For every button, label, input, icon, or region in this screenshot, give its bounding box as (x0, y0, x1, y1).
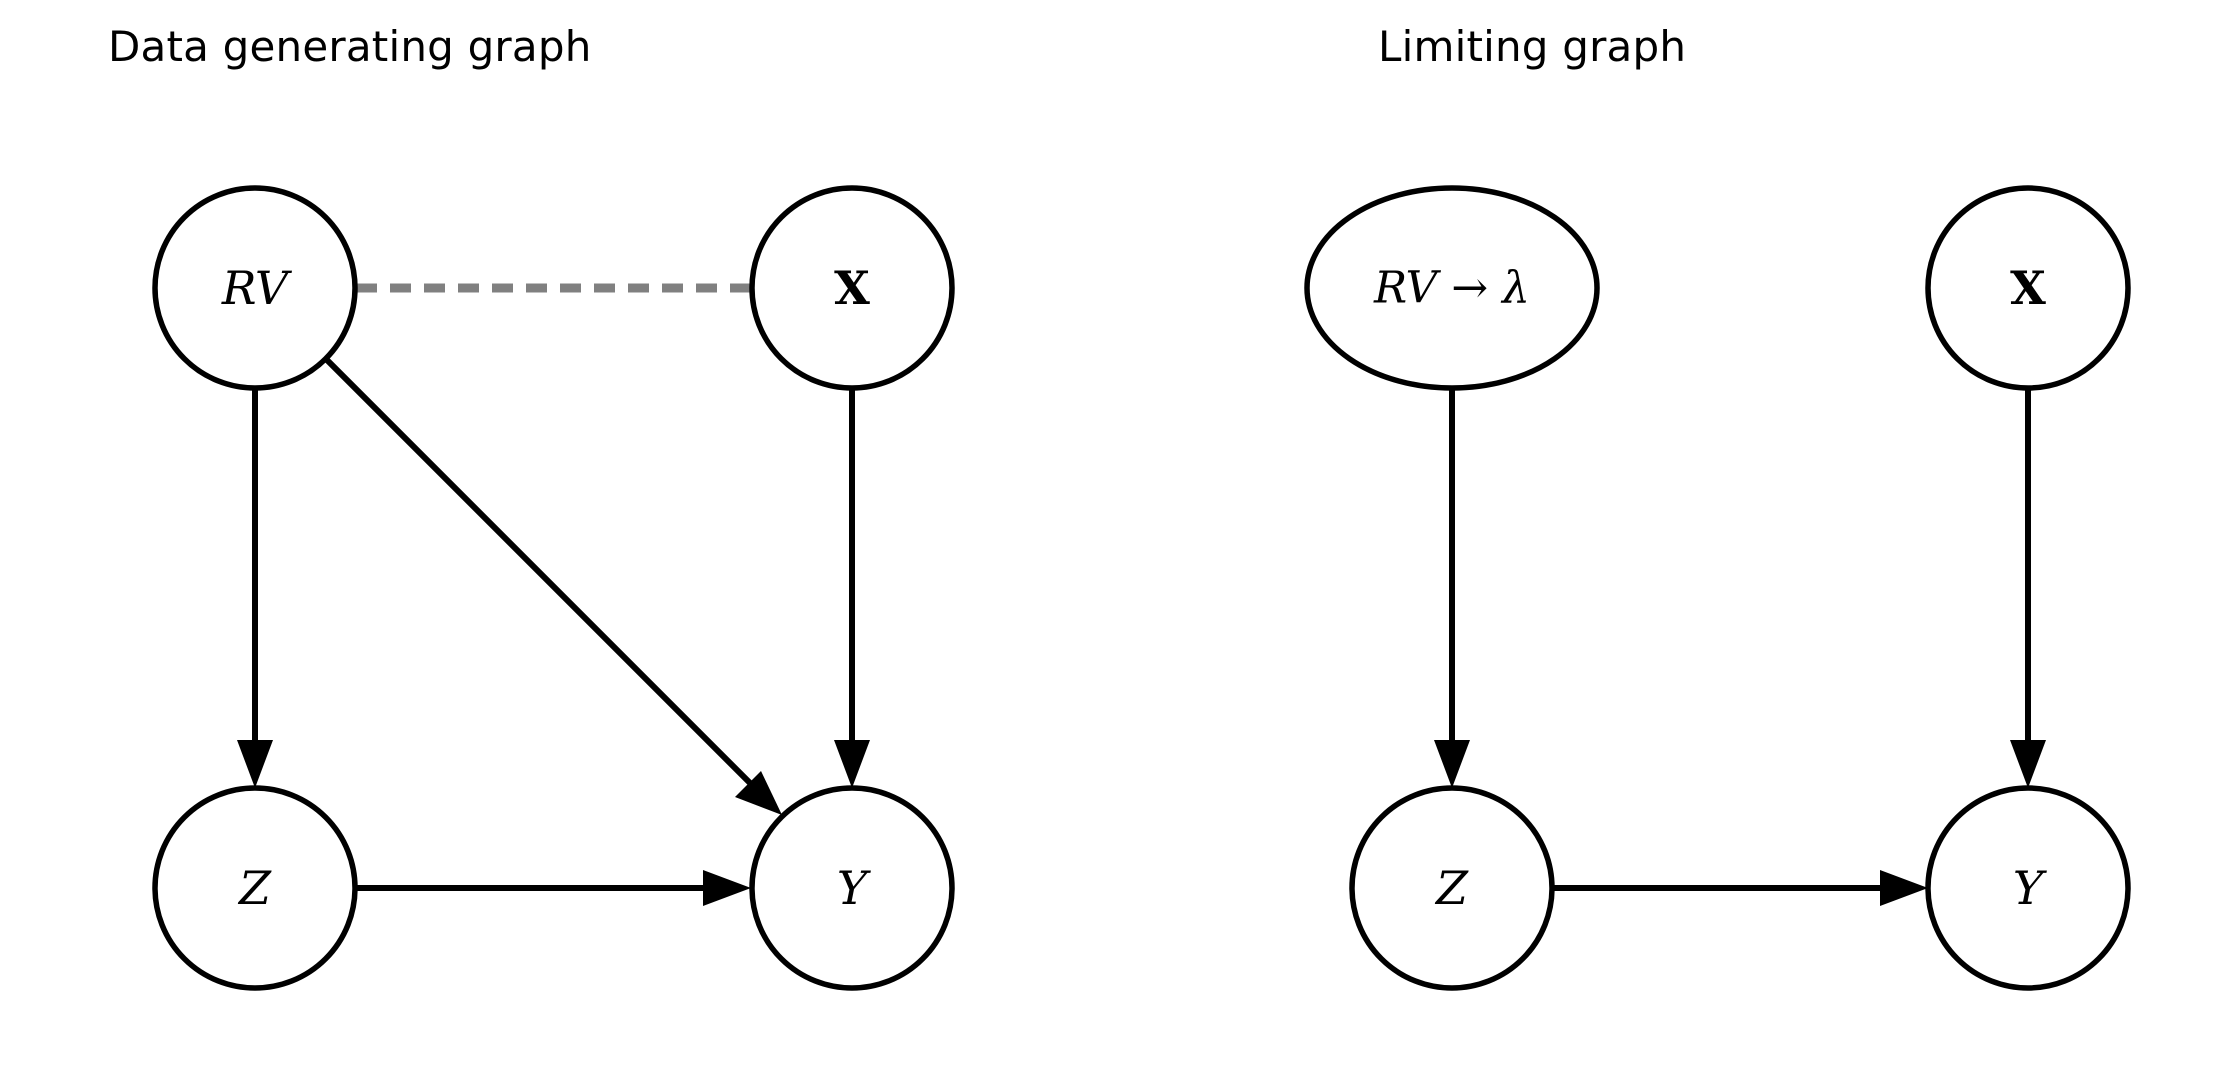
edge-rvlambda-z-arrowhead (1434, 740, 1470, 788)
node-y-limiting[interactable]: Y (1925, 785, 2131, 991)
node-y-label: Y (837, 861, 872, 915)
node-x-limiting-label: X (2010, 261, 2046, 315)
node-x-limiting[interactable]: X (1925, 185, 2131, 391)
node-y[interactable]: Y (749, 785, 955, 991)
node-x[interactable]: X (749, 185, 955, 391)
edge-x2-y2-arrowhead (2010, 740, 2046, 788)
edge-rv-y-line (323, 356, 760, 793)
edge-rv-y-arrowhead (735, 771, 782, 815)
node-z-circle[interactable] (152, 785, 358, 991)
node-rv-circle[interactable] (152, 185, 358, 391)
node-rv[interactable]: RV (152, 185, 358, 391)
node-rv-lambda-label: RV → λ (1373, 263, 1530, 314)
edge-z-y-arrowhead (703, 870, 751, 906)
node-x-circle[interactable] (749, 185, 955, 391)
node-y-limiting-label: Y (2013, 861, 2048, 915)
node-z-limiting[interactable]: Z (1349, 785, 1555, 991)
node-z-label: Z (237, 861, 272, 915)
node-x-label: X (834, 261, 870, 315)
edge-x-y-arrowhead (834, 740, 870, 788)
panel-data-generating-graph: RV X Z Y (152, 185, 955, 991)
node-x-limiting-circle[interactable] (1925, 185, 2131, 391)
edge-rv-z-arrowhead (237, 740, 273, 788)
panel-title-data-generating-graph: Data generating graph (108, 22, 592, 71)
node-rv-lambda-ellipse[interactable] (1304, 185, 1600, 391)
node-z-limiting-circle[interactable] (1349, 785, 1555, 991)
node-z-limiting-label: Z (1434, 861, 1469, 915)
node-y-circle[interactable] (749, 785, 955, 991)
node-z[interactable]: Z (152, 785, 358, 991)
node-y-limiting-circle[interactable] (1925, 785, 2131, 991)
node-rv-label: RV (221, 261, 293, 315)
panel-title-limiting-graph: Limiting graph (1378, 22, 1687, 71)
node-rv-lambda[interactable]: RV → λ (1304, 185, 1600, 391)
edge-z2-y2-arrowhead (1880, 870, 1928, 906)
panel-limiting-graph: RV → λ X Z Y (1304, 185, 2131, 991)
